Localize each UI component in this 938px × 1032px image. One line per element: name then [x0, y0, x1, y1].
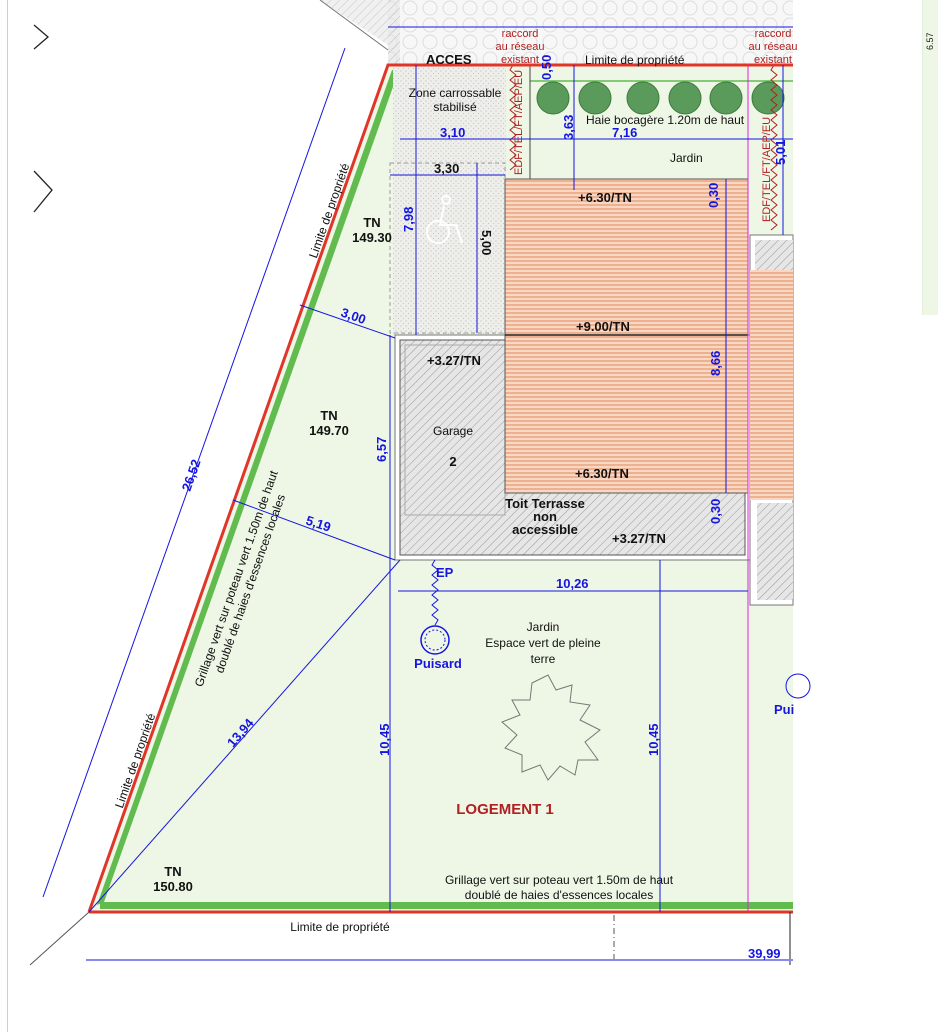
ep-pipe	[431, 559, 439, 626]
tree-icon	[751, 81, 785, 115]
zone-carrossable-label: stabilisé	[433, 100, 477, 114]
ep-label: EP	[436, 565, 454, 580]
puisard-icon	[424, 629, 446, 651]
road-edge	[29, 911, 90, 966]
raccord-line: au réseau	[749, 41, 798, 53]
hedge-bottom	[100, 902, 793, 909]
puisard-icon	[785, 673, 811, 699]
level-label: +6.30/TN	[578, 190, 632, 205]
raccord-line: raccord	[755, 28, 792, 40]
raccord-line: au réseau	[496, 41, 545, 53]
tn-label: 149.70	[309, 423, 349, 438]
dimension-label: 10,45	[377, 723, 392, 756]
garage-label: Garage	[433, 424, 473, 438]
tree-icon	[668, 81, 702, 115]
raccord-line: existant	[501, 54, 539, 66]
raccord-line: raccord	[502, 28, 539, 40]
tree-icon	[626, 81, 660, 115]
networks-label: EDF/TEL/FT/AEP/EU	[761, 117, 773, 222]
dimension-label: 10,26	[556, 576, 589, 591]
toit-label: Toit Terrasse	[505, 496, 585, 511]
neighbour-hatch	[755, 240, 793, 270]
raccord-line: existant	[754, 54, 792, 66]
dimension-lines	[42, 26, 793, 961]
haie-label: Haie bocagère 1.20m de haut	[586, 113, 745, 127]
dimension-label: 10,45	[646, 723, 661, 756]
networks-label: EDF/TEL/FT/AEP/EU	[513, 70, 525, 175]
puisard-label: Puisard	[414, 656, 462, 671]
tn-label: 150.80	[153, 879, 193, 894]
next-page-preview[interactable]: 6.57	[922, 0, 938, 315]
chevron-right-icon[interactable]	[32, 168, 53, 213]
dimension-label: 0,30	[706, 183, 721, 208]
dimension-label: 5,01	[773, 140, 788, 165]
tn-label: TN	[164, 864, 181, 879]
dimension-label: 39,99	[748, 946, 781, 961]
tn-label: TN	[363, 215, 380, 230]
tn-label: 149.30	[352, 230, 392, 245]
dimension-label: 7,16	[612, 125, 637, 140]
tree-icon	[501, 674, 601, 781]
street-area	[388, 0, 793, 65]
dimension-label: 0,30	[708, 499, 723, 524]
dimension-label: 26,52	[179, 457, 204, 493]
dimension-label: 6,57	[374, 437, 389, 462]
property-boundary	[87, 63, 793, 913]
raccord-label-1: raccord au réseau existant	[496, 28, 545, 66]
network-line	[509, 64, 517, 171]
road-hatch	[320, 0, 400, 65]
dimension-label: 3,63	[561, 115, 576, 140]
zone-carrossable-label: Zone carrossable	[409, 86, 502, 100]
dimension-label: 8,66	[708, 351, 723, 376]
logement-label: LOGEMENT 1	[456, 801, 554, 818]
chevron-right-icon[interactable]	[32, 22, 52, 52]
toit-label: non	[533, 509, 557, 524]
dimension-label: 5,19	[304, 513, 333, 535]
grillage-label: doublé de haies d'essences locales	[465, 888, 653, 902]
dimension-label: 7,98	[401, 207, 416, 232]
neighbour-hatch	[757, 503, 793, 600]
puisard-icon	[420, 625, 450, 655]
tn-label: TN	[320, 408, 337, 423]
dimension-label: 3,10	[440, 125, 465, 140]
acces-label: ACCES	[426, 52, 472, 67]
viewer-margin-rule	[7, 0, 8, 1032]
network-line	[770, 64, 778, 231]
level-label: +6.30/TN	[575, 466, 629, 481]
neighbour-roof	[750, 270, 793, 500]
jardin-label: Jardin	[527, 620, 560, 634]
raccord-label-2: raccord au réseau existant	[749, 28, 798, 66]
dimension-label: 5,00	[479, 230, 494, 255]
jardin-top-label: Jardin	[670, 151, 703, 165]
hedge-trees	[536, 81, 785, 115]
tree-icon	[709, 81, 743, 115]
toit-level-label: +3.27/TN	[612, 531, 666, 546]
puisard-label: Pui	[774, 702, 794, 717]
roof-main	[504, 178, 749, 494]
limite-top-label: Limite de propriété	[585, 53, 685, 67]
grillage-label: Grillage vert sur poteau vert 1.50m de h…	[445, 873, 674, 887]
garage-level-label: +3.27/TN	[427, 353, 481, 368]
dimension-label: 3,30	[434, 161, 459, 176]
jardin-label: Espace vert de pleine	[485, 636, 601, 650]
road-edge	[319, 0, 389, 51]
dimension-label: 0,50	[539, 55, 554, 80]
tree-icon	[536, 81, 570, 115]
tree-icon	[578, 81, 612, 115]
jardin-label: terre	[531, 652, 556, 666]
limite-bottom-label: Limite de propriété	[290, 920, 390, 934]
wheelchair-icon	[426, 195, 463, 244]
toit-label: accessible	[512, 522, 578, 537]
hedge-left	[97, 70, 399, 905]
garage-number: 2	[449, 454, 456, 469]
level-label: +9.00/TN	[576, 319, 630, 334]
